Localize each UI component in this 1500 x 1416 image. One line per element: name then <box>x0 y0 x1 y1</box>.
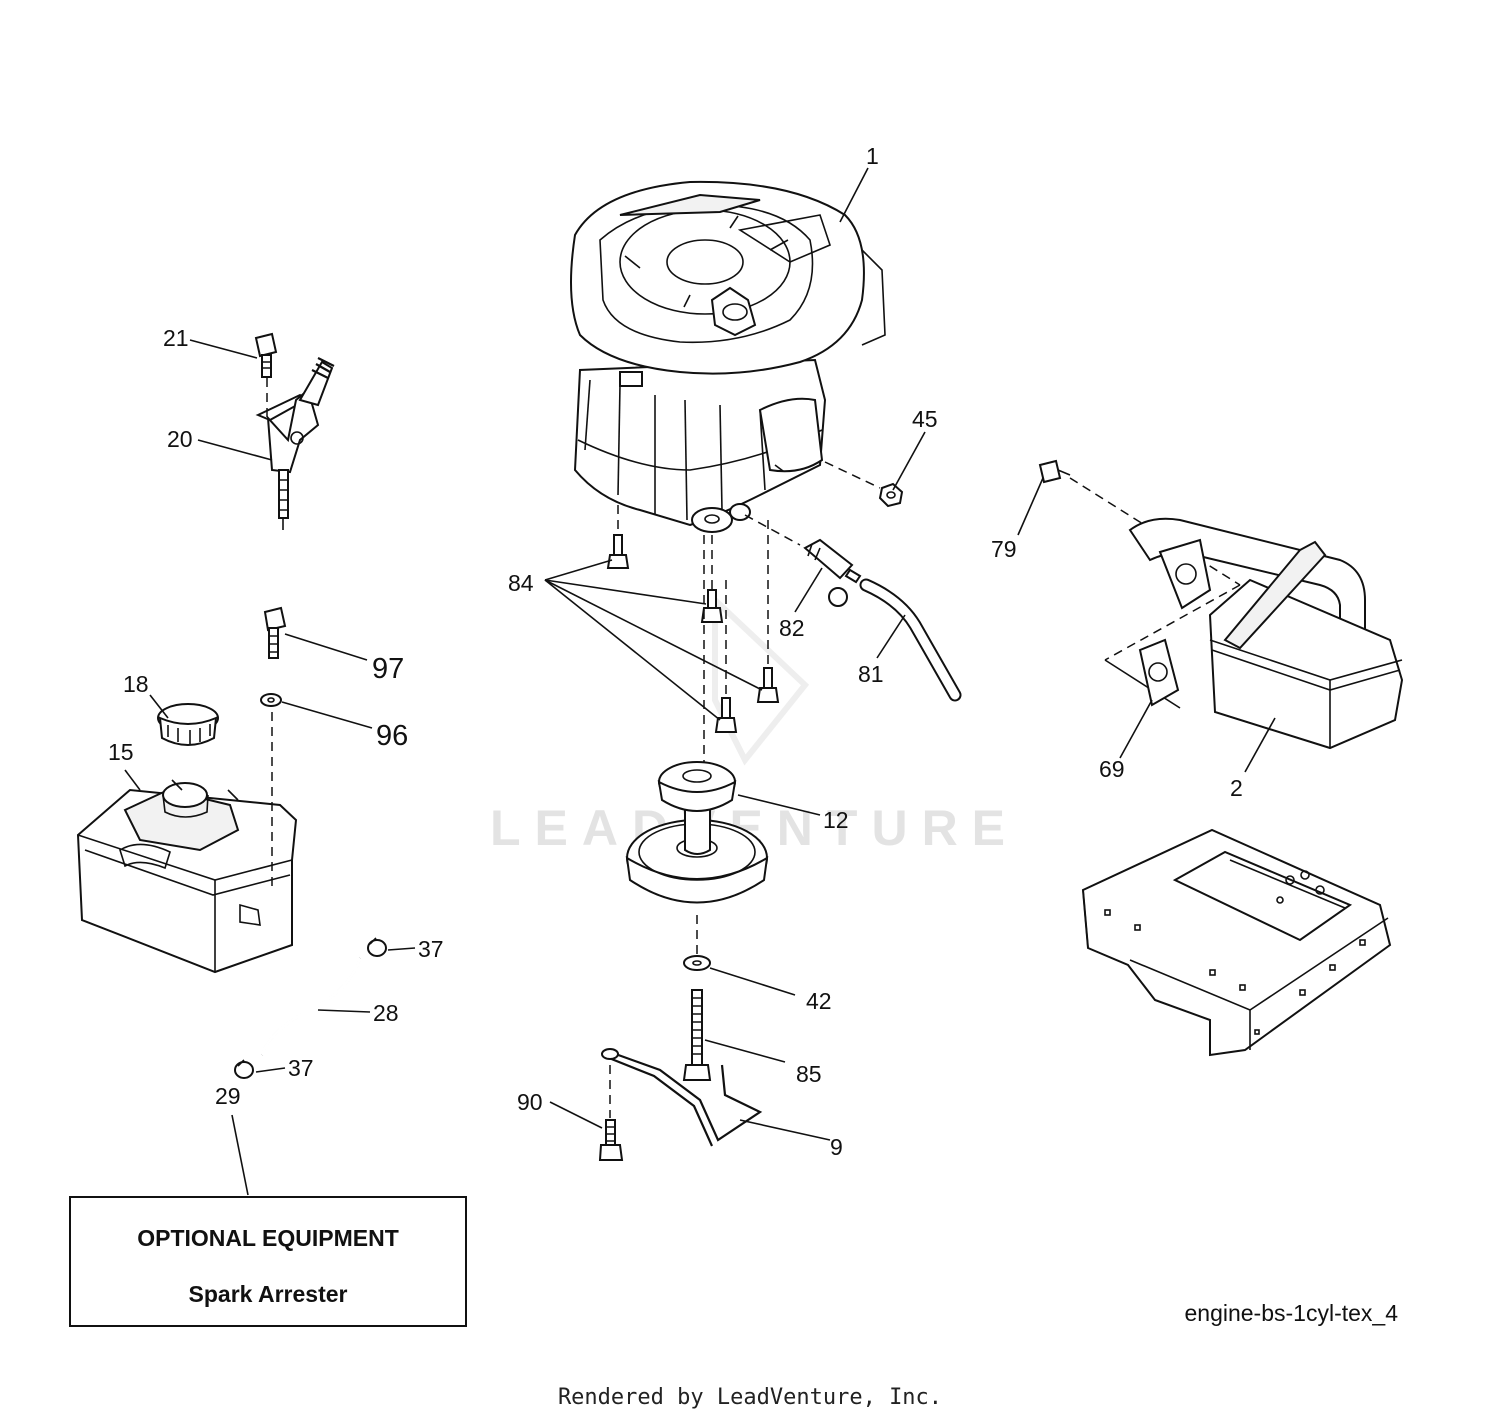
callout-81[interactable]: 81 <box>858 661 884 687</box>
filter-line <box>744 514 801 546</box>
throttle-control-part[interactable] <box>255 357 335 530</box>
clamp-37-top-part[interactable] <box>367 937 387 957</box>
fuel-tank-part[interactable] <box>76 779 298 974</box>
callout-84[interactable]: 84 <box>508 570 534 596</box>
fuel-line-part[interactable] <box>260 957 362 1056</box>
bolt-85-part[interactable] <box>682 989 712 1081</box>
engine-part[interactable] <box>570 180 886 533</box>
gasket-line-b <box>1104 659 1181 709</box>
diagram-reference: engine-bs-1cyl-tex_4 <box>1184 1300 1398 1326</box>
gasket-69-part[interactable] <box>1138 638 1180 707</box>
muffler-bolt-line <box>1069 477 1241 586</box>
nut-line <box>824 461 881 489</box>
leader-lines <box>124 167 1276 1196</box>
bolt-90-part[interactable] <box>598 1119 624 1161</box>
muffler-part[interactable] <box>1128 517 1404 750</box>
callouts: 1 2 9 12 15 18 20 21 28 29 37 37 42 45 6… <box>108 143 1243 1160</box>
callout-21[interactable]: 21 <box>163 325 189 351</box>
fuel-cap-part[interactable] <box>157 703 219 746</box>
callout-28[interactable]: 28 <box>373 1000 399 1026</box>
washer-96-part[interactable] <box>260 693 282 707</box>
callout-45[interactable]: 45 <box>912 406 938 432</box>
washer-42-part[interactable] <box>683 955 711 971</box>
callout-20[interactable]: 20 <box>167 426 193 452</box>
bolt-79-part[interactable] <box>1038 459 1071 484</box>
engine-mount-plate-part[interactable] <box>1081 828 1392 1057</box>
callout-82[interactable]: 82 <box>779 615 805 641</box>
nut-45-part[interactable] <box>878 482 904 508</box>
callout-90[interactable]: 90 <box>517 1089 543 1115</box>
callout-37-top[interactable]: 37 <box>418 936 444 962</box>
callout-97[interactable]: 97 <box>372 653 404 685</box>
engine-bolt-84-part[interactable] <box>606 534 780 733</box>
clamp-37-bottom-part[interactable] <box>234 1059 254 1079</box>
bolt-21-part[interactable] <box>254 332 278 420</box>
bracket-9-part[interactable] <box>601 1048 763 1147</box>
callout-96[interactable]: 96 <box>376 720 408 752</box>
optional-equipment-box: OPTIONAL EQUIPMENT Spark Arrester <box>69 1196 467 1327</box>
callout-42[interactable]: 42 <box>806 988 832 1014</box>
callout-37-bottom[interactable]: 37 <box>288 1055 314 1081</box>
gasket-line-a <box>1104 584 1241 661</box>
callout-2[interactable]: 2 <box>1230 775 1243 801</box>
fuel-filter-part[interactable] <box>803 538 862 607</box>
callout-85[interactable]: 85 <box>796 1061 822 1087</box>
callout-15[interactable]: 15 <box>108 739 134 765</box>
callout-9[interactable]: 9 <box>830 1134 843 1160</box>
footer-credit: Rendered by LeadVenture, Inc. <box>558 1385 942 1410</box>
fuel-hose-81-part[interactable] <box>859 578 962 702</box>
callout-18[interactable]: 18 <box>123 671 149 697</box>
pulley-part[interactable] <box>625 761 769 904</box>
optional-equipment-item: Spark Arrester <box>189 1281 348 1307</box>
callout-1[interactable]: 1 <box>866 143 879 169</box>
optional-equipment-title: OPTIONAL EQUIPMENT <box>137 1225 399 1251</box>
bolt-97-part[interactable] <box>263 606 287 659</box>
callout-79[interactable]: 79 <box>991 536 1017 562</box>
callout-29[interactable]: 29 <box>215 1083 241 1109</box>
callout-69[interactable]: 69 <box>1099 756 1125 782</box>
callout-12[interactable]: 12 <box>823 807 849 833</box>
